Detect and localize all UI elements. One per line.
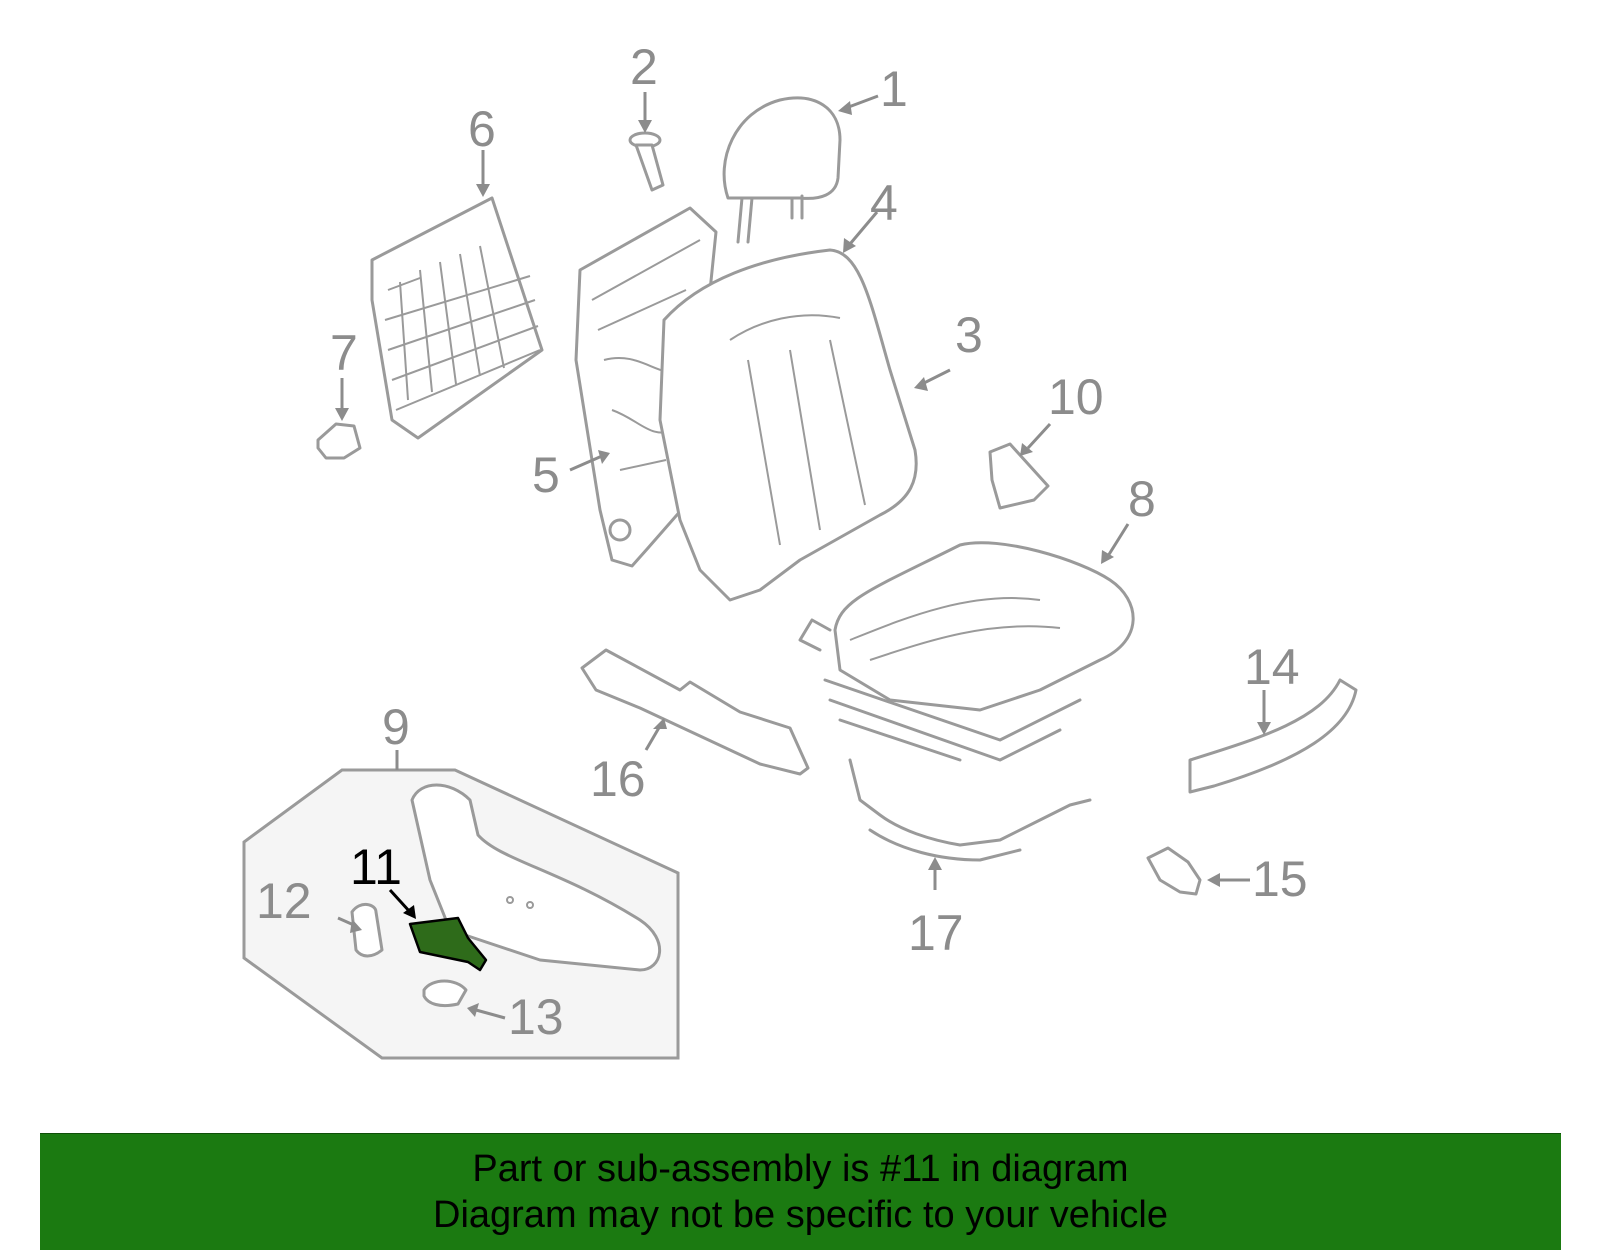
callout-3: 3 xyxy=(955,307,983,363)
part-info-banner: Part or sub-assembly is #11 in diagram D… xyxy=(40,1133,1561,1250)
callout-15: 15 xyxy=(1252,851,1308,907)
callout-12: 12 xyxy=(256,873,312,929)
callout-7: 7 xyxy=(330,325,358,381)
callout-9: 9 xyxy=(382,699,410,755)
callout-1: 1 xyxy=(880,61,908,117)
part-10-trim-cover[interactable] xyxy=(988,442,1050,510)
callout-13: 13 xyxy=(508,989,564,1045)
part-2-headrest-guide[interactable] xyxy=(628,131,665,192)
callout-5: 5 xyxy=(532,447,560,503)
part-16-side-cover[interactable] xyxy=(580,648,810,776)
part-14-side-trim[interactable] xyxy=(1188,678,1358,794)
callout-14: 14 xyxy=(1244,639,1300,695)
seat-adjuster-frame xyxy=(823,678,1082,762)
callout-2: 2 xyxy=(630,39,658,95)
part-4-seatback-pad[interactable] xyxy=(658,248,918,602)
part-8-seat-cushion[interactable] xyxy=(798,541,1135,712)
part-9-side-shield[interactable] xyxy=(410,783,661,972)
callout-10: 10 xyxy=(1048,369,1104,425)
callout-8: 8 xyxy=(1128,471,1156,527)
part-7-clip[interactable] xyxy=(316,422,362,460)
callout-6: 6 xyxy=(468,101,496,157)
part-12-knob[interactable] xyxy=(350,903,384,958)
callout-17: 17 xyxy=(908,905,964,961)
callout-16: 16 xyxy=(590,751,646,807)
leader-arrows xyxy=(335,92,1271,1020)
part-11-switch-highlighted[interactable] xyxy=(408,916,488,972)
part-1-headrest[interactable] xyxy=(722,96,842,244)
banner-line-part: Part or sub-assembly is #11 in diagram xyxy=(472,1148,1129,1190)
banner-line-disclaimer: Diagram may not be specific to your vehi… xyxy=(433,1194,1168,1236)
part-6-seatback-panel[interactable] xyxy=(370,196,544,440)
callout-11: 11 xyxy=(350,839,402,895)
part-13-knob[interactable] xyxy=(422,979,468,1008)
part-15-cover[interactable] xyxy=(1146,846,1202,896)
part-17-wire-harness[interactable] xyxy=(848,758,1092,862)
callout-4: 4 xyxy=(870,175,898,231)
